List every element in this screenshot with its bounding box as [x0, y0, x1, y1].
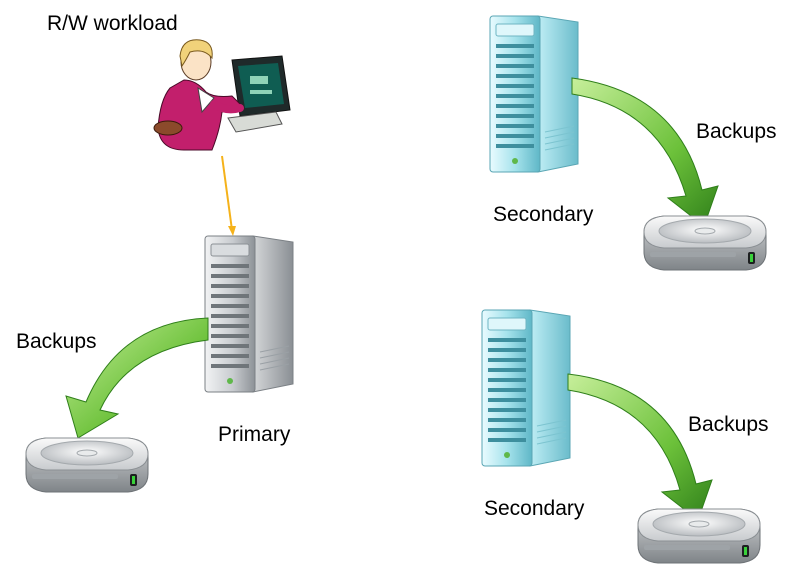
primary-backups-label: Backups	[16, 330, 97, 353]
secondary-bottom-disk-icon	[637, 508, 761, 564]
secondary-bottom-backup-arrow-icon	[567, 373, 713, 521]
user-at-computer-icon	[153, 39, 291, 151]
secondary-top-backup-arrow-icon	[571, 77, 719, 227]
secondary-top-disk-icon	[643, 215, 767, 271]
primary-disk-icon	[25, 437, 149, 493]
secondary-bottom-backups-label: Backups	[688, 413, 769, 436]
secondary-top-backups-label: Backups	[696, 120, 777, 143]
secondary-server-bottom-icon	[481, 309, 571, 467]
secondary-bottom-label: Secondary	[484, 497, 585, 520]
workload-connector	[221, 155, 236, 236]
workload-label: R/W workload	[47, 12, 178, 35]
primary-label: Primary	[218, 423, 291, 446]
secondary-top-label: Secondary	[493, 203, 594, 226]
secondary-server-top-icon	[489, 15, 579, 173]
primary-server-icon	[204, 235, 294, 393]
